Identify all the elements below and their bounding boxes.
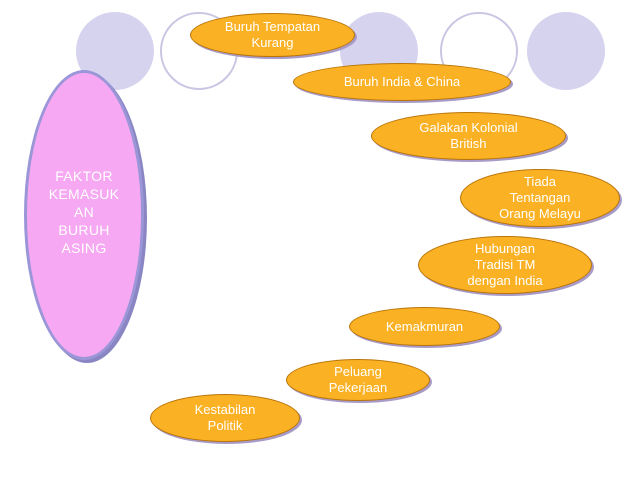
factor-kestabilan-politik: Kestabilan Politik	[150, 394, 300, 442]
factor-buruh-india-china: Buruh India & China	[293, 63, 511, 101]
factor-peluang-pekerjaan: Peluang Pekerjaan	[286, 359, 430, 401]
factor-galakan-kolonial-british: Galakan Kolonial British	[371, 112, 566, 160]
factor-buruh-tempatan-kurang: Buruh Tempatan Kurang	[190, 13, 355, 57]
main-topic-label: FAKTOR KEMASUK AN BURUH ASING	[48, 168, 120, 256]
factor-hubungan-tradisi: Hubungan Tradisi TM dengan India	[418, 236, 592, 294]
main-topic-ellipse: FAKTOR KEMASUK AN BURUH ASING	[24, 70, 144, 360]
factor-kemakmuran: Kemakmuran	[349, 307, 500, 346]
factor-tiada-tentangan-orang-melayu: Tiada Tentangan Orang Melayu	[460, 169, 620, 227]
decorative-circle	[527, 12, 605, 90]
